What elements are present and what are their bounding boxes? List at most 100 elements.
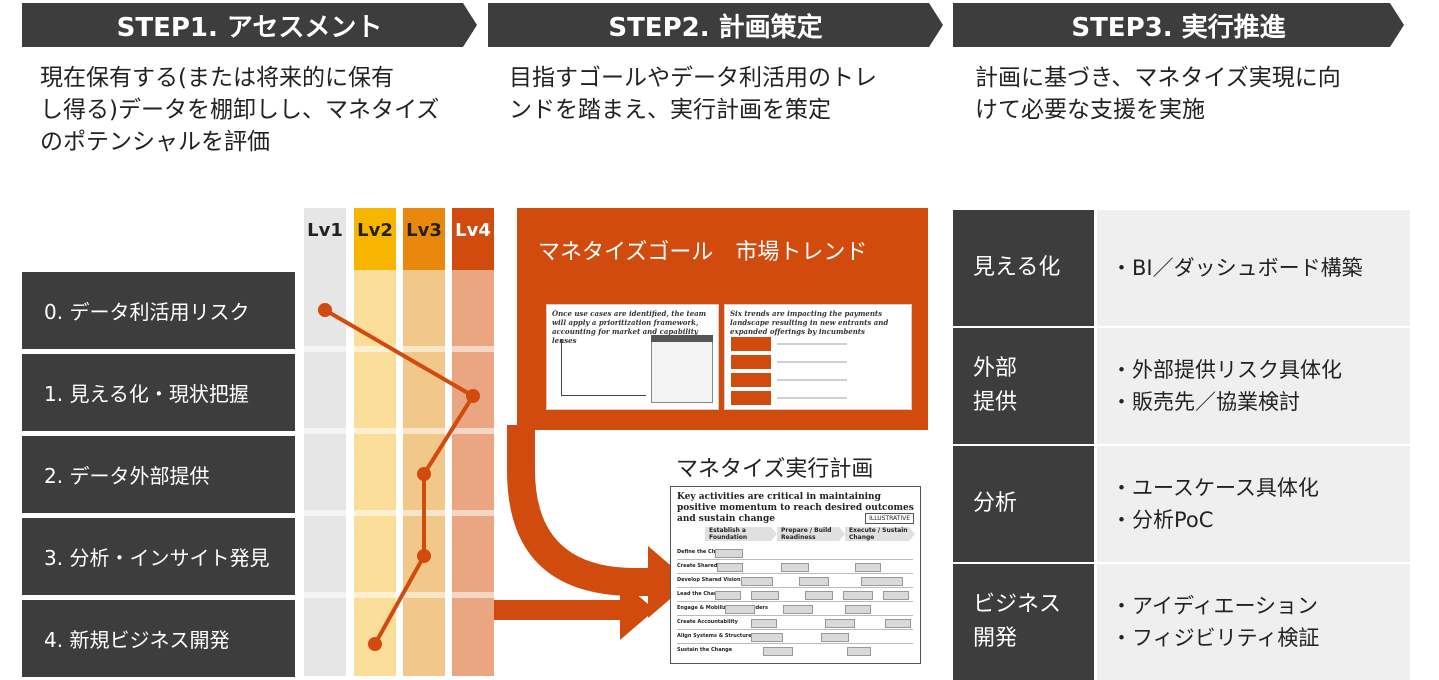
step1-description-line: 現在保有する(または将来的に保有 [40,65,394,91]
plan-row-label: Develop Shared Vision [677,577,741,583]
step3-description: 計画に基づき、マネタイズ実現に向 けて必要な支援を実施 [975,62,1341,126]
step1-description-line: のポテンシャルを評価 [40,129,270,155]
s3-item: ユースケース具体化 [1111,472,1410,504]
s3-item: 販売先／協業検討 [1111,386,1410,418]
row-separator [304,428,494,434]
thumbnail-title: Six trends are impacting the payments la… [730,309,889,336]
illustrative-badge: ILLUSTRATIVE [865,513,914,524]
maturity-point [466,389,480,403]
plan-activity [855,563,881,572]
goal-trend-title: マネタイズゴール 市場トレンド [538,240,868,265]
maturity-point [368,637,382,651]
stage-analysis-insight: 3. 分析・インサイト発見 [22,518,295,595]
lv2-column [354,208,396,676]
s3-detail-analysis: ユースケース具体化 分析PoC [1097,446,1410,562]
plan-activity [763,647,793,656]
plan-phase-2: Prepare / Build Readiness [777,527,845,541]
maturity-line [318,303,480,651]
plan-row-divider [677,629,913,630]
trend-text-line [777,379,847,381]
stage-external-provision: 2. データ外部提供 [22,436,295,513]
plan-activity [751,591,779,600]
stage-data-risk: 0. データ利活用リスク [22,272,295,349]
plan-row-label: Define the Change [677,549,730,555]
s3-label-new-business: ビジネス 開発 [953,564,1094,680]
lv1-label: Lv1 [307,220,343,241]
plan-activity [725,605,755,614]
plan-activity [883,591,909,600]
plan-row-label: Engage & Mobilize Stakeholders [677,605,768,611]
plan-row-label: Create Accountability [677,619,738,625]
plan-activity [805,591,833,600]
mini-chart-axis [561,395,646,396]
prioritization-framework-thumbnail: Once use cases are identified, the team … [546,304,719,410]
mini-chart-header [651,335,713,342]
trend-row [731,355,771,369]
step3-description-line: けて必要な支援を実施 [975,97,1205,123]
lv3-label: Lv3 [406,220,442,241]
plan-activity [717,563,743,572]
s3-item: フィジビリティ検証 [1111,622,1410,654]
plan-activity [751,633,783,642]
plan-phase-3: Execute / Sustain Change [845,527,915,541]
lv3-column [403,208,445,676]
maturity-point [417,549,431,563]
execution-plan-title: マネタイズ実行計画 [676,457,874,482]
plan-row-divider [677,601,913,602]
step2-description-line: ンドを踏まえ、実行計画を策定 [509,97,831,123]
plan-row-divider [677,587,913,588]
trend-row [731,337,771,351]
s3-label-text: ビジネス [973,592,1062,617]
s3-detail-external-provision: 外部提供リスク具体化 販売先／協業検討 [1097,328,1410,444]
thumbnail-title: Once use cases are identified, the team … [552,309,707,345]
plan-activity [715,591,741,600]
plan-activity [845,605,871,614]
plan-activity [821,633,849,642]
plan-activity [847,647,871,656]
s3-detail-new-business: アイディエーション フィジビリティ検証 [1097,564,1410,680]
s3-detail-visualization: BI／ダッシュボード構築 [1097,210,1410,326]
maturity-point [318,303,332,317]
trend-text-line [777,397,847,399]
payment-trends-thumbnail: Six trends are impacting the payments la… [724,304,912,410]
step1-description: 現在保有する(または将来的に保有 し得る)データを棚卸しし、マネタイズ のポテン… [40,62,439,158]
s3-label-text: 提供 [973,390,1018,415]
s3-item: 分析PoC [1111,504,1410,536]
s3-label-text: 見える化 [973,255,1061,280]
step2-description: 目指すゴールやデータ利活用のトレ ンドを踏まえ、実行計画を策定 [509,62,877,126]
lv1-column [304,208,346,676]
plan-activity [861,577,903,586]
row-separator [304,346,494,352]
plan-row-label: Sustain the Change [677,647,733,653]
lv4-label: Lv4 [455,220,491,241]
plan-activity [741,577,773,586]
trend-text-line [777,361,847,363]
trend-text-line [777,343,847,345]
step3-header: STEP3. 実行推進 [953,3,1404,47]
s3-label-text: 分析 [973,491,1018,516]
s3-item: BI／ダッシュボード構築 [1111,252,1410,284]
lv2-label: Lv2 [357,220,393,241]
stage-visualization: 1. 見える化・現状把握 [22,354,295,431]
step1-description-line: し得る)データを棚卸しし、マネタイズ [40,97,440,123]
plan-row-label: Align Systems & Structures [677,633,755,639]
s3-label-external-provision: 外部 提供 [953,328,1094,444]
step3-description-line: 計画に基づき、マネタイズ実現に向 [975,65,1341,91]
plan-activity [715,549,743,558]
plan-activity [843,591,873,600]
lv4-column [452,208,494,676]
s3-item: アイディエーション [1111,590,1410,622]
plan-row-divider [677,559,913,560]
stage-new-business: 4. 新規ビジネス開発 [22,600,295,677]
plan-activity [799,577,829,586]
flow-arrow [507,425,690,618]
plan-row-divider [677,615,913,616]
plan-activity [825,619,855,628]
lv2-header-cap [354,208,396,270]
s3-item: 外部提供リスク具体化 [1111,354,1410,386]
plan-row-divider [677,573,913,574]
plan-activity [885,619,911,628]
maturity-point [417,467,431,481]
lv3-header-cap [403,208,445,270]
